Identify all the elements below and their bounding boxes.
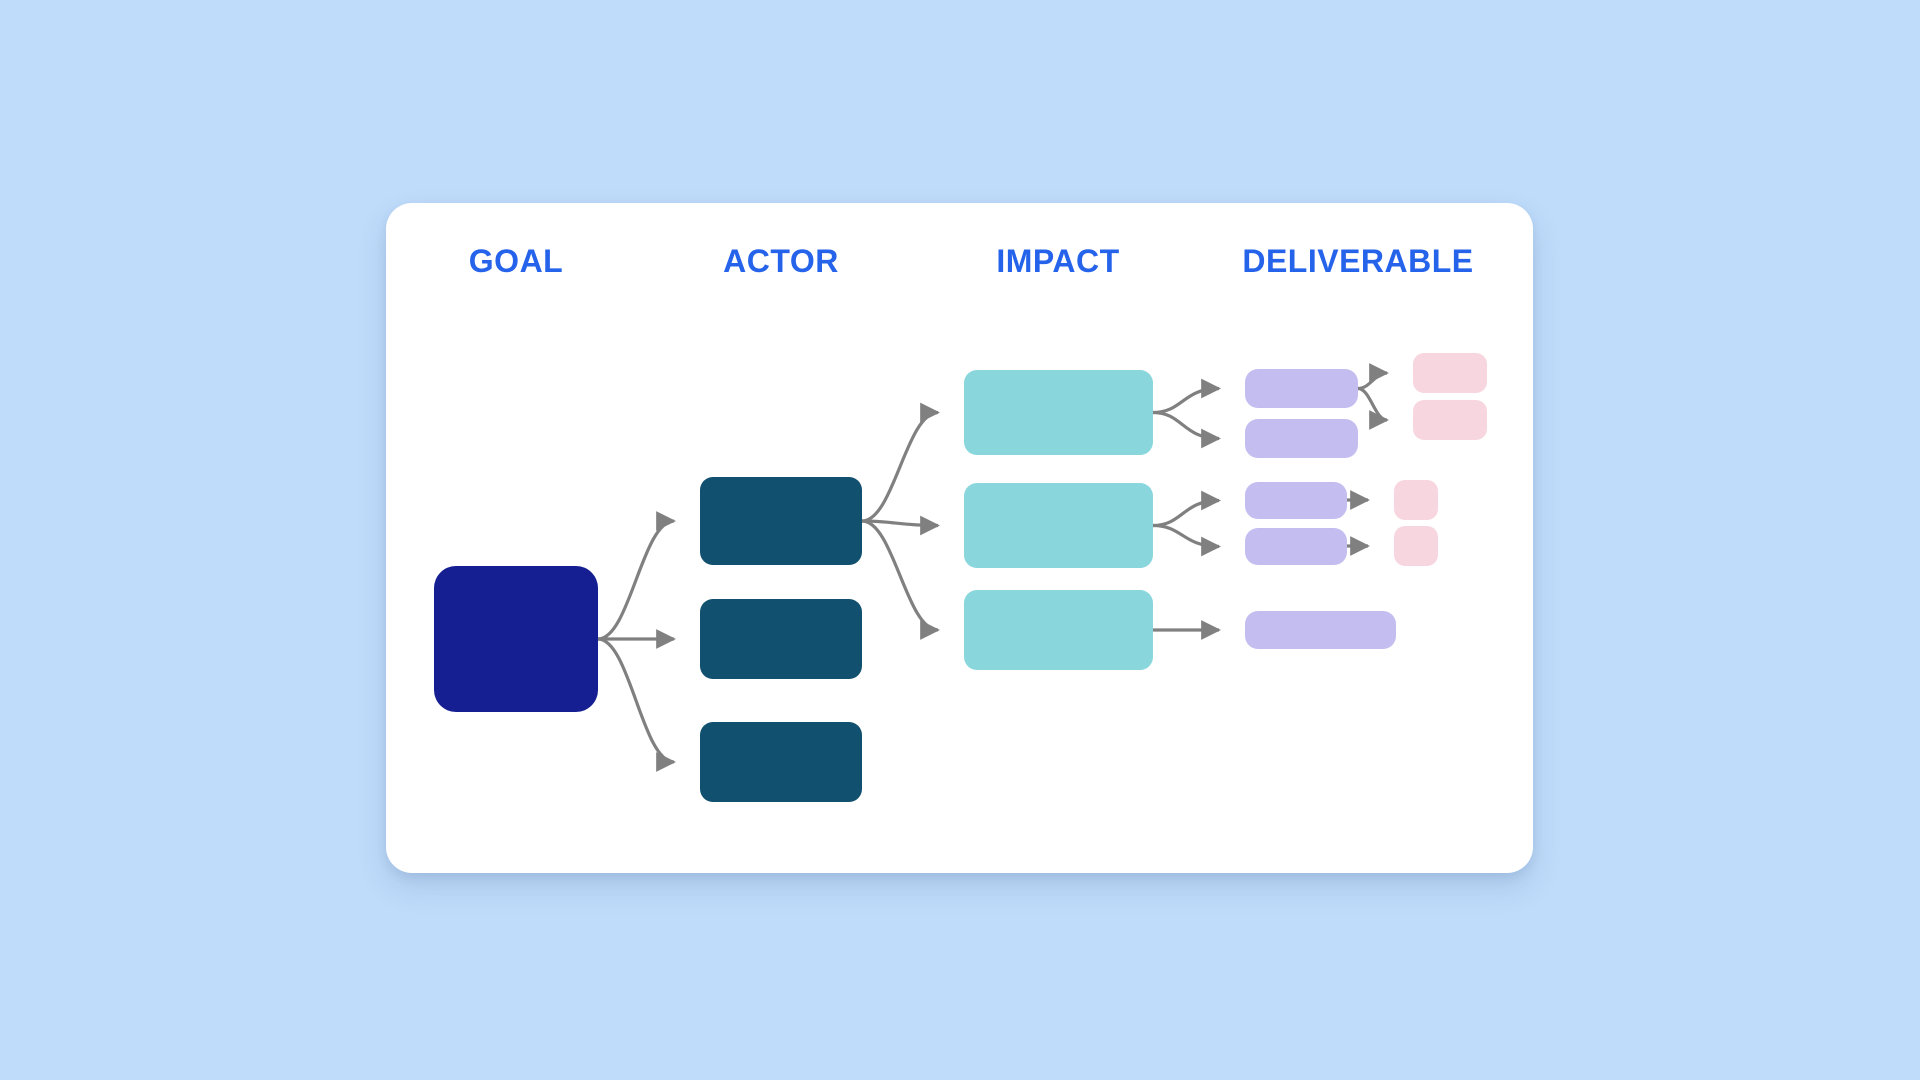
node-impact-1[interactable]: [964, 370, 1153, 455]
node-deliv-1[interactable]: [1245, 369, 1358, 408]
node-deliv-3[interactable]: [1245, 482, 1347, 519]
diagram-card: [386, 203, 1533, 873]
column-header-deliverable: DELIVERABLE: [1242, 243, 1474, 279]
node-actor-3[interactable]: [700, 722, 862, 802]
node-impact-3[interactable]: [964, 590, 1153, 670]
node-out-3[interactable]: [1394, 480, 1438, 520]
node-out-1[interactable]: [1413, 353, 1487, 393]
node-deliv-2[interactable]: [1245, 419, 1358, 458]
node-actor-1[interactable]: [700, 477, 862, 565]
node-deliv-4[interactable]: [1245, 528, 1347, 565]
node-goal-1[interactable]: [434, 566, 598, 712]
column-header-actor: ACTOR: [723, 243, 839, 279]
column-header-goal: GOAL: [468, 243, 564, 279]
node-out-4[interactable]: [1394, 526, 1438, 566]
node-deliv-5[interactable]: [1245, 611, 1396, 649]
node-impact-2[interactable]: [964, 483, 1153, 568]
column-header-impact: IMPACT: [996, 243, 1120, 279]
node-actor-2[interactable]: [700, 599, 862, 679]
node-out-2[interactable]: [1413, 400, 1487, 440]
